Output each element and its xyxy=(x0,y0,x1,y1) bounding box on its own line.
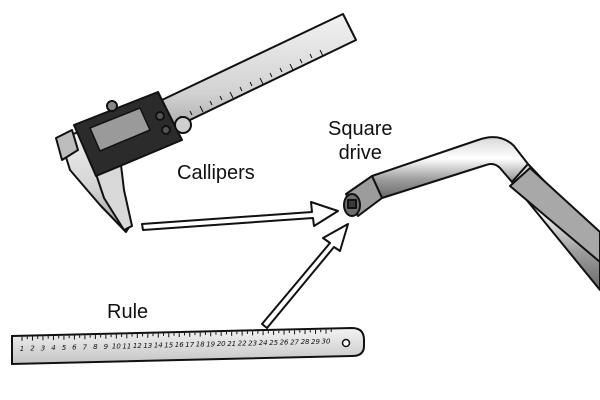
arrow-from-rule xyxy=(261,223,349,329)
pointer-arrow-icon xyxy=(141,201,349,329)
square-drive-label-line1: Square xyxy=(328,118,393,140)
rule-number: 16 xyxy=(175,341,184,349)
rule-number: 17 xyxy=(185,341,194,349)
calliper-button xyxy=(161,125,171,135)
square-drive-label-line2: drive xyxy=(338,142,382,164)
calliper-upper-jaw xyxy=(55,129,79,161)
rule-number: 26 xyxy=(280,339,289,347)
rule-number: 14 xyxy=(154,342,163,350)
square-drive-wrench-icon xyxy=(343,136,600,291)
vernier-calliper-icon xyxy=(55,13,357,233)
rule-number: 28 xyxy=(301,338,310,346)
rule-number: 30 xyxy=(322,338,331,346)
rule-number: 29 xyxy=(311,338,320,346)
rule-number: 3 xyxy=(41,344,45,352)
rule-number: 19 xyxy=(206,340,215,348)
rule-number: 11 xyxy=(122,342,131,350)
rule-number: 2 xyxy=(30,345,35,353)
rule-number: 9 xyxy=(104,343,109,351)
wrench-shaft xyxy=(371,136,529,199)
square-drive-nub xyxy=(347,199,357,209)
rule-number: 4 xyxy=(51,344,55,352)
calliper-button xyxy=(155,111,165,121)
arrow-from-callipers xyxy=(141,201,339,231)
rule-body xyxy=(11,326,365,366)
rule-number: 10 xyxy=(112,343,121,351)
rule-number: 27 xyxy=(290,338,299,346)
rule-number: 1 xyxy=(20,345,24,353)
rule-number: 15 xyxy=(164,341,173,349)
rule-number: 18 xyxy=(196,341,205,349)
rule-tick-marks xyxy=(21,329,332,341)
rule-number: 13 xyxy=(143,342,152,350)
rule-number: 5 xyxy=(62,344,67,352)
calliper-thumb-wheel xyxy=(174,116,192,134)
rule-number: 12 xyxy=(133,342,142,350)
rule-number: 21 xyxy=(227,340,236,348)
square-drive-label: Square drive xyxy=(328,117,393,165)
calliper-scale-ticks xyxy=(179,49,324,121)
rule-number: 24 xyxy=(259,339,268,347)
rule-number: 20 xyxy=(217,340,226,348)
rule-hang-hole xyxy=(341,338,351,348)
calliper-screen xyxy=(89,107,151,152)
rule-number: 25 xyxy=(269,339,278,347)
rule-number: 8 xyxy=(93,343,98,351)
rule-number: 7 xyxy=(83,343,88,351)
calliper-lock-screw xyxy=(106,100,118,112)
wrench-sleeve xyxy=(509,167,600,263)
callipers-label: Callipers xyxy=(177,162,255,184)
rule-number: 22 xyxy=(238,340,247,348)
rule-number: 23 xyxy=(248,339,257,347)
rule-label: Rule xyxy=(107,301,149,323)
rule-number: 6 xyxy=(72,344,77,352)
